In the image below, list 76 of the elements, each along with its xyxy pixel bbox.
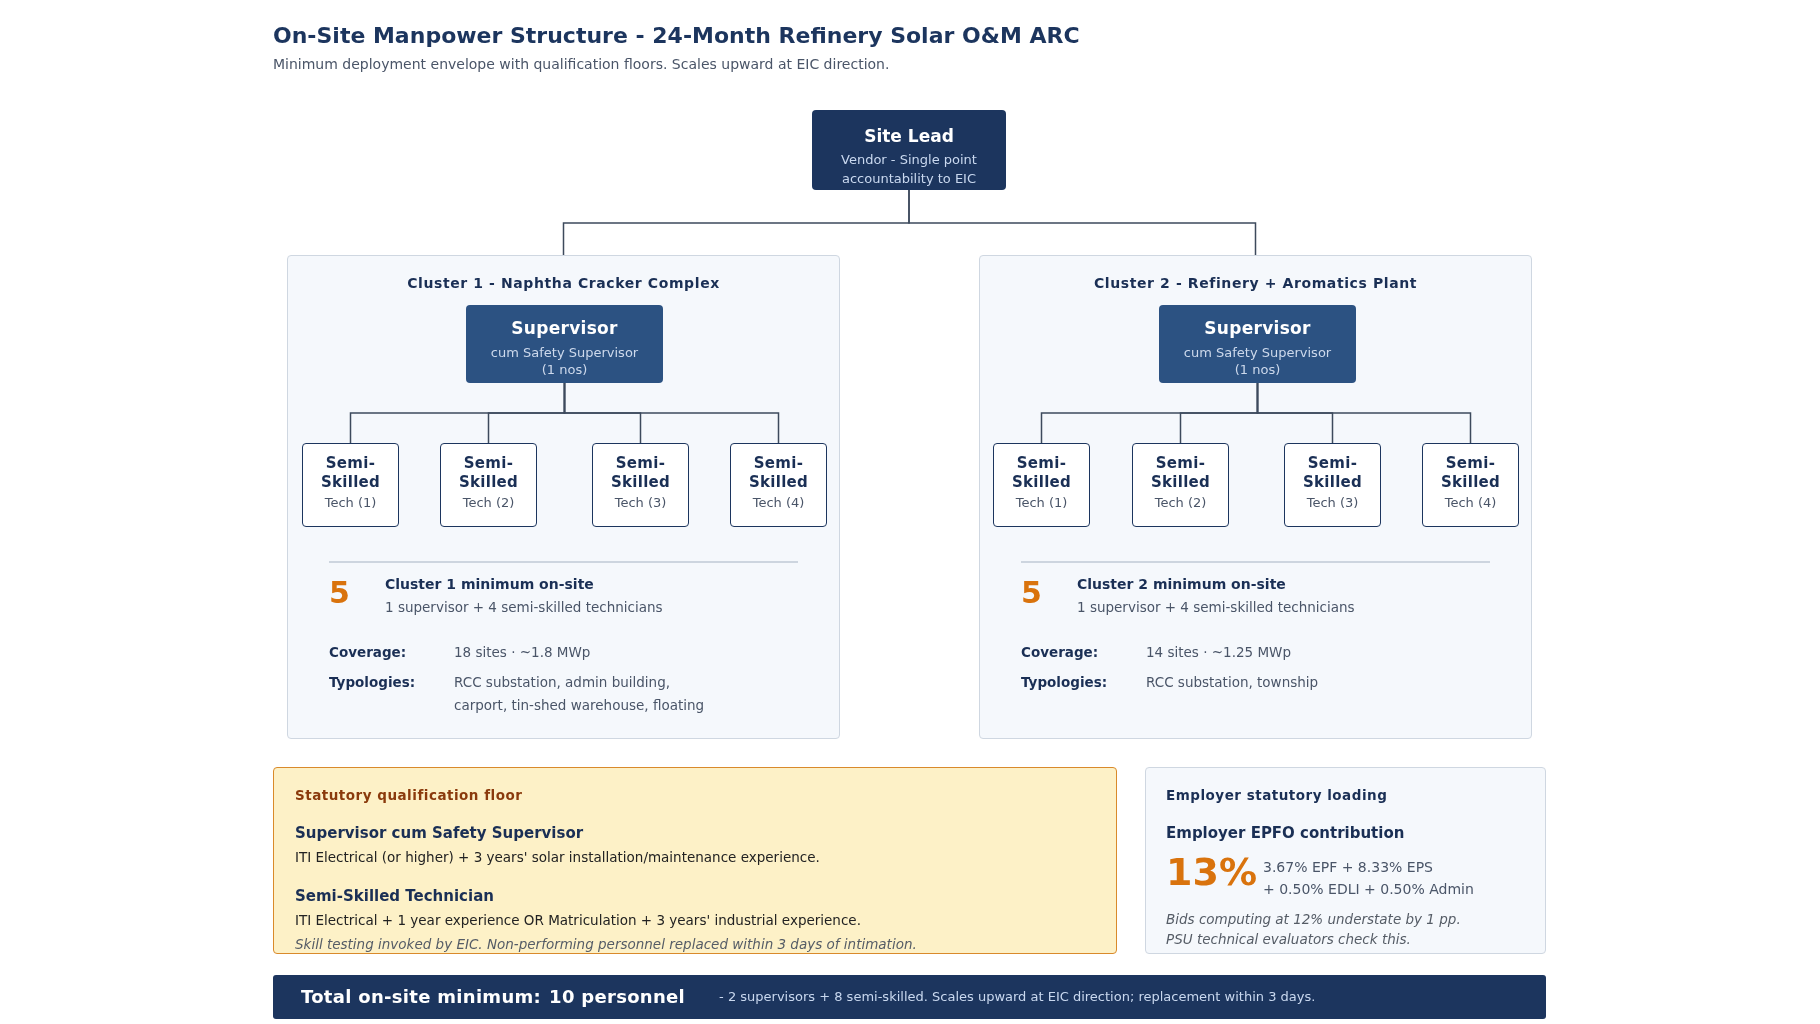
technician-box — [592, 443, 689, 527]
connector-line — [1256, 382, 1472, 444]
supervisor-box — [466, 305, 663, 383]
box-subtitle: cum Safety Supervisor — [1183, 344, 1332, 361]
technician-box — [1284, 443, 1381, 527]
summary-title: Cluster 2 minimum on-site — [1077, 575, 1287, 594]
role-title: Supervisor cum Safety Supervisor — [295, 823, 585, 843]
role-title: Semi-Skilled Technician — [295, 886, 495, 906]
panel-heading: Statutory qualification floor — [295, 786, 524, 805]
box-subtitle: (1 nos) — [1234, 361, 1281, 378]
total-detail: - 2 supervisors + 8 semi-skilled. Scales upward at EIC direction; replacement within 3 days. — [719, 988, 1316, 1006]
box-subtitle: Tech (4) — [1444, 494, 1497, 512]
box-subtitle: Tech (1) — [1015, 494, 1068, 512]
field-label: Coverage: — [329, 643, 408, 662]
role-title: Employer EPFO contribution — [1166, 823, 1406, 843]
box-subtitle: Tech (3) — [1306, 494, 1359, 512]
box-title: Semi-Skilled — [1439, 454, 1502, 492]
headcount-number: 5 — [1021, 575, 1042, 611]
box-subtitle: Tech (1) — [324, 494, 377, 512]
box-title: Semi-Skilled — [747, 454, 810, 492]
box-title: Semi-Skilled — [609, 454, 672, 492]
box-subtitle: Vendor - Single point accountability to EIC — [840, 151, 978, 188]
box-subtitle: (1 nos) — [541, 361, 588, 378]
field-value: 18 sites · ~1.8 MWp — [454, 643, 592, 662]
note-text: Bids computing at 12% understate by 1 pp. PSU technical evaluators check this. — [1166, 910, 1462, 949]
box-title: Supervisor — [511, 317, 618, 339]
technician-box — [1422, 443, 1519, 527]
field-label: Typologies: — [1021, 673, 1109, 692]
total-value: 10 personnel — [549, 985, 686, 1009]
technician-box — [993, 443, 1090, 527]
panel-heading: Cluster 2 - Refinery + Aromatics Plant — [1092, 274, 1419, 293]
lead-box — [812, 110, 1006, 190]
box-subtitle: Tech (2) — [462, 494, 515, 512]
page-title: On-Site Manpower Structure - 24-Month Refinery Solar O&M ARC — [273, 22, 1080, 50]
total-label: Total on-site minimum: — [301, 985, 542, 1009]
box-title: Semi-Skilled — [319, 454, 382, 492]
box-subtitle: cum Safety Supervisor — [490, 344, 639, 361]
summary-bar — [273, 975, 1546, 1019]
box-subtitle: Tech (3) — [614, 494, 667, 512]
connector-line — [908, 189, 1257, 256]
field-label: Typologies: — [329, 673, 417, 692]
breakdown-text: + 0.50% EDLI + 0.50% Admin — [1262, 880, 1474, 899]
box-title: Semi-Skilled — [1301, 454, 1364, 492]
percentage-number: 13% — [1166, 852, 1257, 892]
box-title: Semi-Skilled — [1149, 454, 1212, 492]
cluster-panel — [979, 255, 1532, 739]
panel-heading: Employer statutory loading — [1166, 786, 1389, 805]
field-value: RCC substation, admin building, carport, tin-shed warehouse, floating — [454, 673, 706, 715]
qualification-panel — [273, 767, 1117, 954]
headcount-number: 5 — [329, 575, 350, 611]
field-label: Coverage: — [1021, 643, 1100, 662]
box-title: Supervisor — [1204, 317, 1311, 339]
summary-text: 1 supervisor + 4 semi-skilled technicians — [1077, 598, 1355, 617]
summary-text: 1 supervisor + 4 semi-skilled technicians — [385, 598, 663, 617]
box-subtitle: Tech (2) — [1154, 494, 1207, 512]
box-title: Site Lead — [864, 125, 954, 147]
panel-heading: Cluster 1 - Naphtha Cracker Complex — [406, 274, 721, 293]
cluster-panel — [287, 255, 840, 739]
loading-panel — [1145, 767, 1546, 954]
field-value: 14 sites · ~1.25 MWp — [1146, 643, 1292, 662]
box-subtitle: Tech (4) — [752, 494, 805, 512]
connector-line — [563, 382, 780, 444]
technician-box — [302, 443, 399, 527]
requirement-text: ITI Electrical + 1 year experience OR Matriculation + 3 years' industrial experience. — [295, 911, 862, 930]
field-value: RCC substation, township — [1146, 673, 1320, 692]
box-title: Semi-Skilled — [457, 454, 520, 492]
technician-box — [440, 443, 537, 527]
box-title: Semi-Skilled — [1010, 454, 1073, 492]
technician-box — [1132, 443, 1229, 527]
technician-box — [730, 443, 827, 527]
supervisor-box — [1159, 305, 1356, 383]
requirement-text: ITI Electrical (or higher) + 3 years' solar installation/maintenance experience. — [295, 848, 821, 867]
page-subtitle: Minimum deployment envelope with qualification floors. Scales upward at EIC direction. — [273, 55, 890, 74]
breakdown-text: 3.67% EPF + 8.33% EPS — [1262, 858, 1434, 877]
note-text: Skill testing invoked by EIC. Non-performing personnel replaced within 3 days of intimation. — [295, 935, 918, 954]
summary-title: Cluster 1 minimum on-site — [385, 575, 595, 594]
